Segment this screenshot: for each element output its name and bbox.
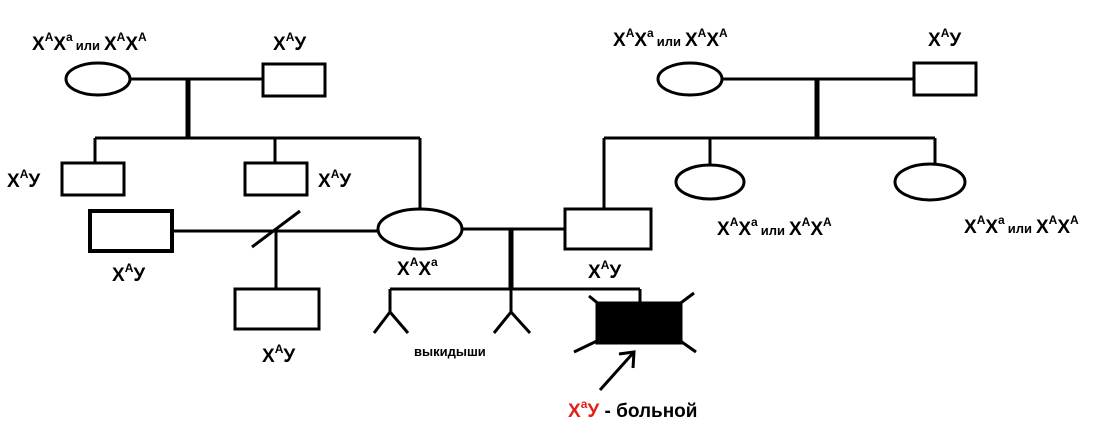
right-grandparents [604,61,978,165]
affected-son-symbol [595,301,683,345]
left-grandmother-symbol [64,61,132,97]
father-symbol [563,207,653,251]
miscarriages-label: выкидыши [414,344,486,359]
mother-first-husband-symbol [88,209,174,253]
left-uncle-2-genotype: XAУ [318,167,351,192]
miscarriage-1-symbol [372,289,410,334]
left-uncle-1-symbol [60,161,126,197]
father-genotype: XAУ [588,258,621,283]
mother-symbol [376,207,464,251]
right-grandfather-genotype: XAУ [928,26,961,51]
left-uncle-1-genotype: XAУ [7,167,40,192]
affected-son-marks [573,291,697,354]
right-aunt-2-symbol [893,162,967,202]
divorce-slash [251,209,301,249]
mother-first-husband-genotype: XAУ [112,261,145,286]
half-brother-genotype: XAУ [262,342,295,367]
right-aunt-1-symbol [674,163,746,201]
affected-son-genotype: XaУ - больной [568,397,697,422]
right-grandmother-symbol [656,61,724,97]
miscarriage-2-symbol [492,289,532,335]
left-grandfather-symbol [261,62,327,98]
mother-genotype: XAXa [397,255,438,280]
left-grandparents [64,61,422,210]
left-uncle-2-symbol [243,161,309,197]
right-grandfather-symbol [912,61,978,97]
half-brother-symbol [233,287,321,331]
arrow-icon [598,350,636,392]
left-grandfather-genotype: XAУ [273,30,306,55]
